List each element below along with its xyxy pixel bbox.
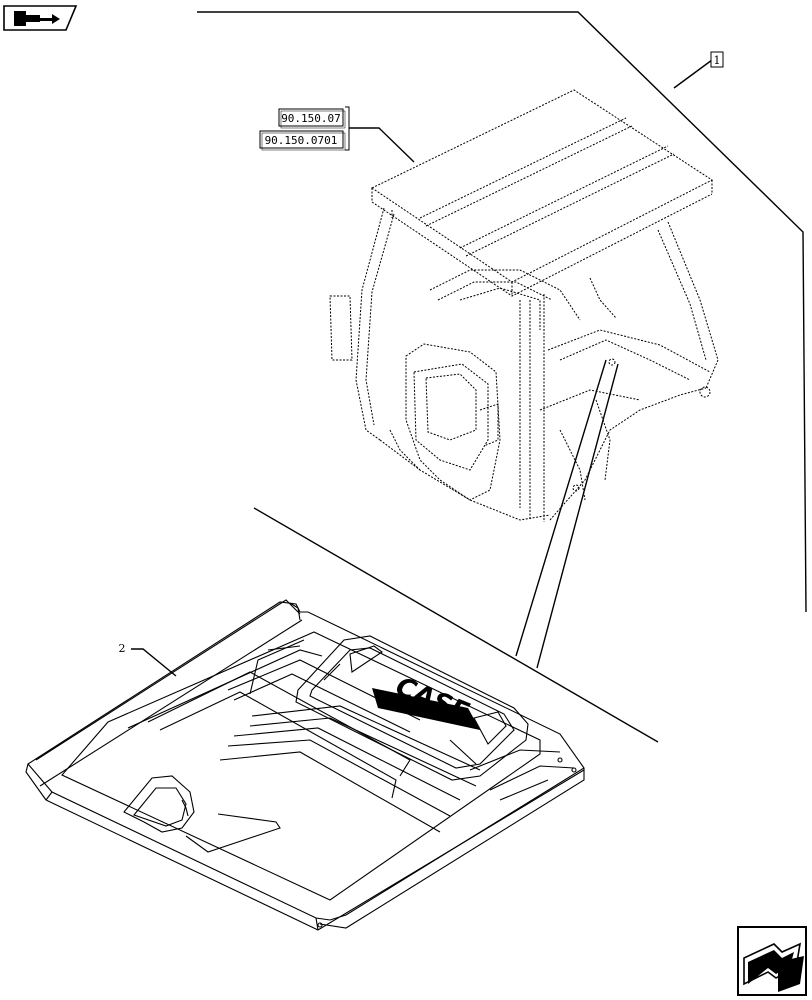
item-2-label: 2 (119, 642, 126, 655)
leader-lines (131, 11, 807, 743)
reference-boxes: 90.150.07 90.150.0701 (259, 106, 350, 151)
reference-2: 90.150.0701 (265, 134, 338, 147)
reference-1: 90.150.07 (281, 112, 341, 125)
book-arrow-icon[interactable] (3, 5, 78, 31)
next-page-arrow-icon[interactable] (737, 926, 807, 996)
item-1-callout: 1 (710, 51, 724, 68)
cab-frame-drawing (329, 89, 719, 522)
floor-mat-drawing (25, 599, 585, 931)
item-1-label: 1 (714, 54, 721, 67)
